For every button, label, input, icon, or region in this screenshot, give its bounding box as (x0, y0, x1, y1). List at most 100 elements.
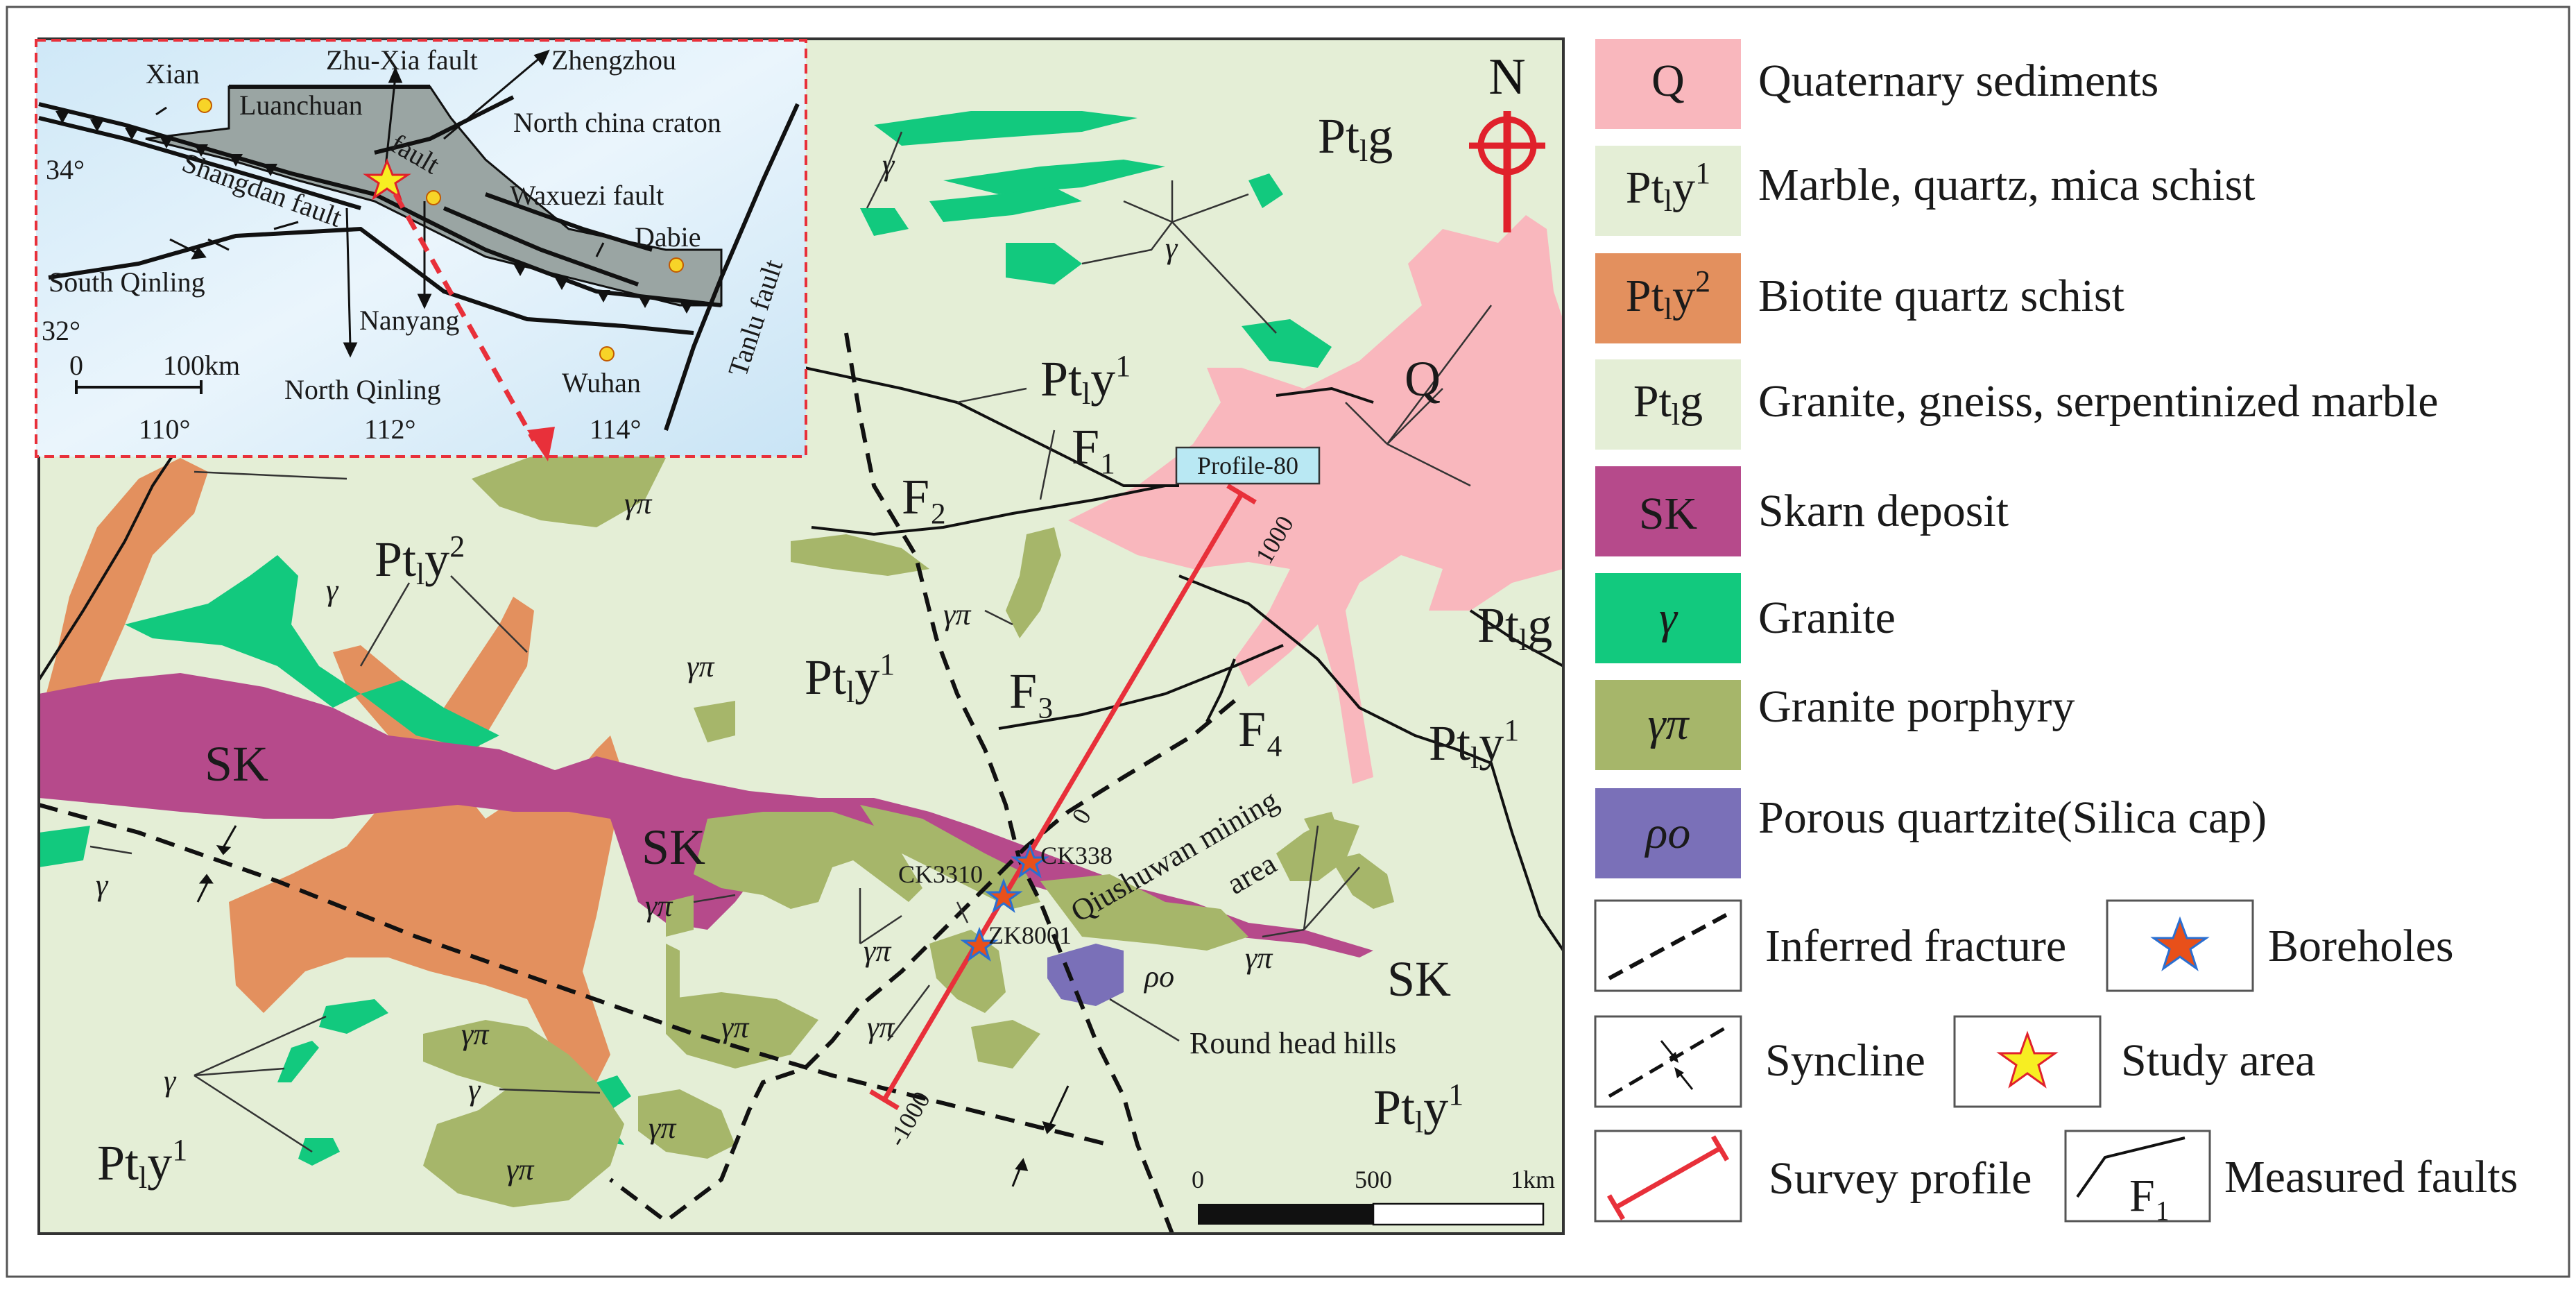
svg-text:Study area: Study area (2121, 1035, 2315, 1086)
svg-text:1km: 1km (1511, 1166, 1555, 1193)
svg-text:Measured faults: Measured faults (2224, 1152, 2518, 1202)
legend-item-pt1g: Ptlg Granite, gneiss, serpentinized marb… (1595, 359, 2439, 450)
svg-text:500: 500 (1355, 1166, 1392, 1193)
granite-body-north-4 (860, 208, 909, 236)
fault-f4 (1178, 574, 1457, 751)
svg-text:Ptlg: Ptlg (1633, 376, 1703, 432)
label-f2: F₂ (902, 469, 947, 525)
inset-label-north-qinling: North Qinling (284, 374, 441, 405)
label-gamma-south: γ (468, 1073, 481, 1107)
label-f3: F₃ (1009, 663, 1054, 719)
inset-label-scale0: 0 (69, 350, 83, 381)
legend: Q Quaternary sediments Ptly1 Marble, qua… (1594, 39, 2518, 1223)
legend-item-measured-faults: F₁ Measured faults (2064, 1130, 2518, 1223)
borehole-ck338 (1011, 843, 1049, 878)
inset-map: Xian Zhu-Xia fault Zhengzhou Luanchuan f… (35, 39, 807, 461)
svg-text:SK: SK (1639, 488, 1697, 539)
svg-text:Ptly1: Ptly1 (1626, 156, 1710, 218)
fault-west (39, 443, 182, 681)
inset-label-luanchuan: Luanchuan (239, 90, 363, 121)
inset-faults (38, 85, 800, 431)
skarn-deposit-band (39, 673, 1373, 957)
label-gp-central: γπ (864, 934, 892, 968)
fault-f1 (804, 366, 1179, 487)
svg-text:γ: γ (1659, 593, 1678, 643)
porous-quartzite-body (1047, 944, 1124, 1006)
porphyry-body-north (472, 444, 666, 527)
granite-body-north-6 (1248, 173, 1283, 208)
borehole-zk8001 (960, 926, 999, 962)
legend-item-pt1y1: Ptly1 Marble, quartz, mica schist (1595, 146, 2256, 236)
inset-label-lon110: 110° (139, 414, 191, 445)
inset-label-lat34: 34° (46, 154, 85, 185)
inferred-fracture-ns (844, 332, 1174, 1234)
granite-body-north-5 (1006, 243, 1082, 284)
label-pt1g-north: Ptlg (1318, 108, 1393, 168)
svg-text:Skarn deposit: Skarn deposit (1758, 486, 2009, 536)
inset-label-nanyang: Nanyang (359, 305, 459, 336)
label-pt1g-east: Ptlg (1477, 597, 1552, 657)
label-q: Q (1405, 351, 1441, 407)
label-rhoo-map: ρο (1143, 960, 1174, 994)
label-round-head-hills: Round head hills (1190, 1026, 1396, 1060)
label-gamma-north-2: γ (1165, 231, 1178, 265)
porphyry-body-small-1 (694, 701, 735, 742)
inset-label-wuhan: Wuhan (562, 367, 641, 398)
inset-thrust-teeth (55, 111, 694, 314)
inset-label-lat32: 32° (42, 315, 80, 346)
legend-item-sk: SK Skarn deposit (1595, 466, 2009, 556)
label-gp-small: γπ (687, 649, 715, 683)
granite-body-west (39, 826, 90, 867)
legend-item-boreholes: Boreholes (2106, 899, 2454, 992)
porphyry-body-central-2 (860, 805, 1040, 909)
legend-item-syncline: Syncline (1594, 1015, 1925, 1108)
survey-profile-line (869, 483, 1257, 1111)
label-gamma-west: γ (96, 868, 109, 902)
granite-body-south-2 (277, 1041, 319, 1082)
porphyry-body-north-2 (791, 534, 929, 576)
svg-text:F₁: F₁ (2129, 1170, 2171, 1221)
inset-study-area-star (363, 158, 411, 201)
label-pt1y1-east: Ptly1 (1429, 713, 1519, 775)
inset-pointer-arrow (393, 193, 537, 442)
label-pt1y1-center: Ptly1 (805, 647, 895, 709)
svg-text:γπ: γπ (1647, 699, 1690, 749)
legend-item-inferred-fracture: Inferred fracture (1594, 899, 2066, 992)
porphyry-body-sw (423, 1020, 624, 1207)
porphyry-body-central-4 (666, 944, 680, 1006)
granite-body-nw (125, 555, 361, 708)
porphyry-body-center-6 (971, 1020, 1040, 1069)
label-pt1y1-north: Ptly1 (1040, 349, 1131, 411)
svg-text:Granite porphyry: Granite porphyry (1758, 681, 2075, 732)
quaternary-area (1068, 215, 1563, 784)
inferred-fractures (39, 332, 1236, 1234)
svg-text:Marble, quartz, mica schist: Marble, quartz, mica schist (1758, 160, 2256, 210)
inset-label-dabie: Dabie (635, 221, 701, 253)
syncline-symbol-west (196, 825, 237, 903)
label-sk-central: SK (642, 819, 705, 875)
fault-f3 (998, 644, 1284, 730)
legend-item-pt1y2: Ptly2 Biotite quartz schist (1595, 253, 2124, 343)
svg-text:Inferred fracture: Inferred fracture (1765, 921, 2066, 971)
granite-body-south-3 (298, 1138, 340, 1166)
label-gp-south-c: γπ (867, 1010, 895, 1044)
label-gamma-north-1: γ (882, 148, 895, 182)
label-gp-north: γπ (624, 486, 653, 520)
label-gamma-sw: γ (164, 1064, 177, 1098)
svg-text:Biotite quartz schist: Biotite quartz schist (1758, 271, 2124, 321)
label-gp-sw-1: γπ (461, 1017, 490, 1051)
inset-pointer-arrowhead (527, 427, 555, 461)
porphyry-body-south (666, 992, 818, 1069)
inset-label-zhuxia: Zhu-Xia fault (326, 44, 478, 76)
leader-lines (89, 131, 1492, 1153)
syncline-axis (39, 803, 1110, 1147)
svg-text:Granite, gneiss, serpentinized: Granite, gneiss, serpentinized marble (1758, 376, 2439, 427)
north-arrow: N (1469, 49, 1545, 232)
inset-label-xian: Xian (146, 58, 200, 90)
boreholes (960, 843, 1049, 962)
label-gamma-nw: γ (326, 573, 339, 607)
label-f1: F₁ (1072, 419, 1117, 475)
label-gp-sw-2: γπ (506, 1152, 535, 1186)
porphyry-body-south-2 (638, 1089, 735, 1159)
inset-city-dots (197, 98, 684, 361)
